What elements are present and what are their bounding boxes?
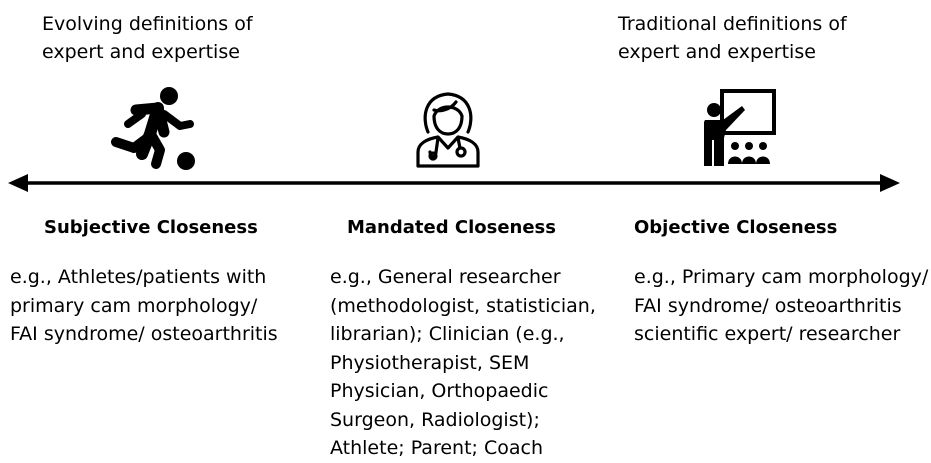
teacher-presenting-icon	[704, 89, 776, 166]
example-line: e.g., Athletes/patients with	[10, 266, 267, 288]
doctor-with-stethoscope-icon	[416, 92, 480, 168]
example-line: e.g., General researcher	[330, 266, 561, 288]
example-line: primary cam morphology/	[10, 294, 258, 317]
example-line: FAI syndrome/ osteoarthritis	[634, 294, 902, 317]
mandated-closeness-examples: e.g., General researcher (methodologist,…	[330, 263, 596, 463]
expertise-continuum-arrow	[8, 174, 900, 192]
example-line: librarian); Clinician (e.g.,	[330, 323, 565, 345]
example-line: Surgeon, Radiologist);	[330, 408, 540, 431]
subjective-closeness-examples: e.g., Athletes/patients with primary cam…	[10, 263, 278, 349]
example-line: Physician, Orthopaedic	[330, 380, 549, 402]
running-soccer-player-icon	[111, 87, 195, 170]
example-line: Athlete; Parent; Coach	[330, 437, 543, 459]
example-line: (methodologist, statistician,	[330, 294, 596, 317]
arrowhead-left	[8, 174, 28, 192]
objective-closeness-examples: e.g., Primary cam morphology/ FAI syndro…	[634, 263, 928, 349]
subjective-closeness-title: Subjective Closeness	[44, 217, 258, 238]
evolving-definitions-line-1: Evolving definitions of	[42, 13, 253, 35]
evolving-definitions-line-2: expert and expertise	[42, 41, 240, 63]
example-line: scientific expert/ researcher	[634, 323, 901, 345]
objective-closeness-title: Objective Closeness	[634, 217, 838, 238]
example-line: e.g., Primary cam morphology/	[634, 266, 929, 288]
traditional-definitions-line-1: Traditional definitions of	[618, 13, 847, 35]
traditional-definitions-line-2: expert and expertise	[618, 41, 816, 63]
mandated-closeness-title: Mandated Closeness	[347, 217, 556, 238]
example-line: Physiotherapist, SEM	[330, 351, 530, 374]
traditional-definitions-label: Traditional definitions of expert and ex…	[618, 10, 847, 66]
example-line: FAI syndrome/ osteoarthritis	[10, 323, 278, 345]
evolving-definitions-label: Evolving definitions of expert and exper…	[42, 10, 253, 66]
arrowhead-right	[880, 174, 900, 192]
